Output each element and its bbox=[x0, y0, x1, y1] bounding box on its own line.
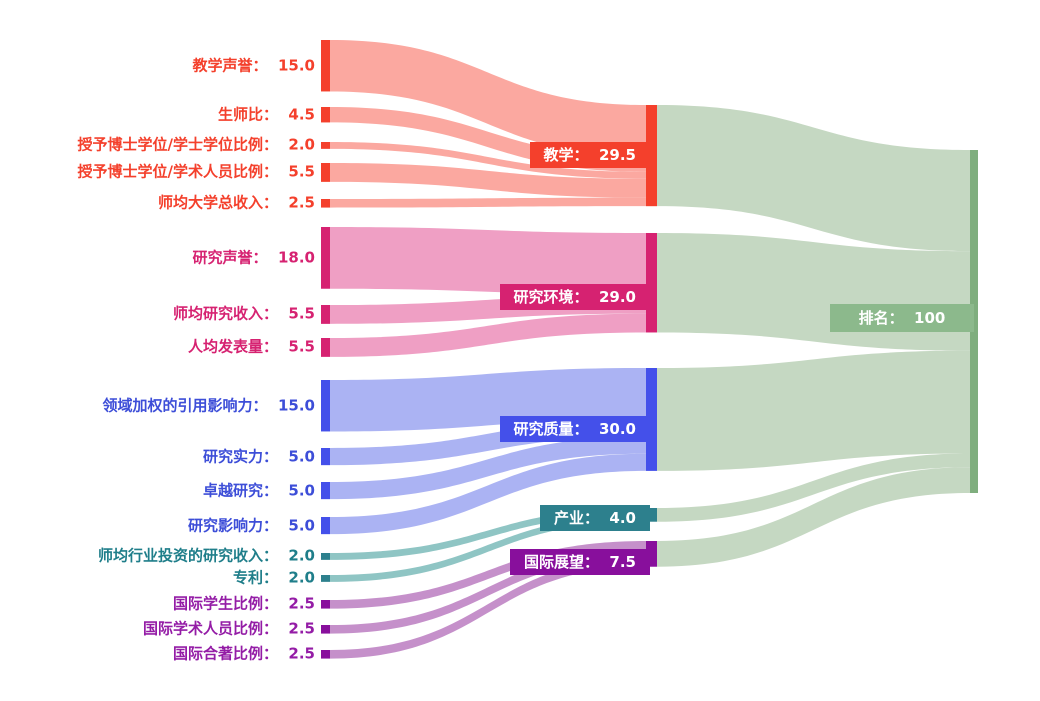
flow-international-in-15[interactable] bbox=[330, 549, 646, 634]
flow-industry-in-13[interactable] bbox=[330, 514, 646, 582]
flow-research_quality-rank[interactable] bbox=[657, 350, 970, 471]
node-input-13[interactable] bbox=[321, 575, 330, 582]
flow-industry-in-12[interactable] bbox=[330, 508, 646, 560]
node-input-6[interactable] bbox=[321, 305, 330, 324]
flow-research_env-in-7[interactable] bbox=[330, 313, 646, 357]
node-input-15[interactable] bbox=[321, 625, 330, 634]
node-input-12[interactable] bbox=[321, 553, 330, 560]
node-research_env[interactable] bbox=[646, 233, 657, 333]
node-input-7[interactable] bbox=[321, 338, 330, 357]
flow-teaching-rank[interactable] bbox=[657, 105, 970, 252]
node-input-8[interactable] bbox=[321, 380, 330, 432]
flow-research_env-rank[interactable] bbox=[657, 233, 970, 351]
node-industry[interactable] bbox=[646, 508, 657, 522]
flow-research_quality-in-10[interactable] bbox=[330, 436, 646, 500]
flow-teaching-in-3[interactable] bbox=[330, 163, 646, 198]
flow-industry-rank[interactable] bbox=[657, 453, 970, 522]
flow-teaching-in-0[interactable] bbox=[330, 40, 646, 157]
node-input-1[interactable] bbox=[321, 107, 330, 123]
node-input-2[interactable] bbox=[321, 142, 330, 149]
node-input-0[interactable] bbox=[321, 40, 330, 92]
node-teaching[interactable] bbox=[646, 105, 657, 207]
node-input-4[interactable] bbox=[321, 199, 330, 208]
flow-teaching-in-4[interactable] bbox=[330, 197, 646, 208]
flow-research_env-in-5[interactable] bbox=[330, 227, 646, 295]
node-input-3[interactable] bbox=[321, 163, 330, 182]
node-research_quality[interactable] bbox=[646, 368, 657, 471]
node-input-11[interactable] bbox=[321, 517, 330, 535]
node-input-10[interactable] bbox=[321, 482, 330, 500]
flow-research_quality-in-11[interactable] bbox=[330, 453, 646, 535]
node-input-9[interactable] bbox=[321, 448, 330, 466]
flow-research_quality-in-8[interactable] bbox=[330, 368, 646, 432]
node-international[interactable] bbox=[646, 541, 657, 567]
node-input-14[interactable] bbox=[321, 600, 330, 609]
node-input-5[interactable] bbox=[321, 227, 330, 289]
flow-international-in-14[interactable] bbox=[330, 541, 646, 609]
node-input-16[interactable] bbox=[321, 650, 330, 659]
flow-teaching-in-2[interactable] bbox=[330, 142, 646, 179]
flow-international-rank[interactable] bbox=[657, 467, 970, 567]
node-rank[interactable] bbox=[970, 150, 978, 493]
flow-international-in-16[interactable] bbox=[330, 558, 646, 659]
